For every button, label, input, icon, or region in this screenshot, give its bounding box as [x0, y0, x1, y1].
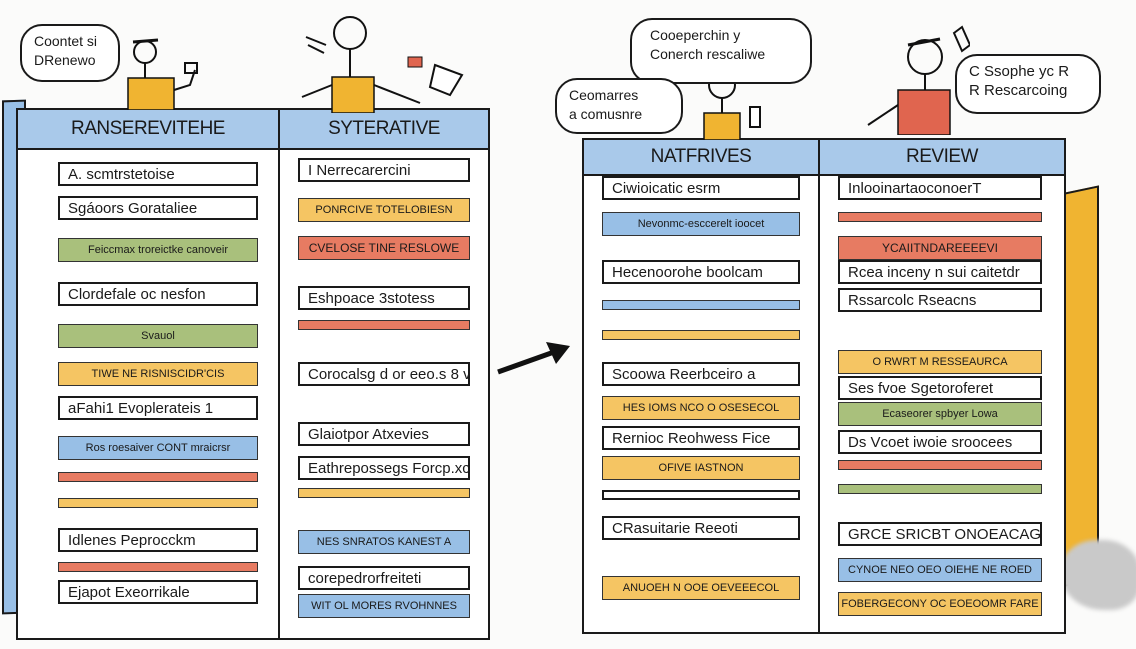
person-center-icon: [301, 16, 464, 113]
person-narratives-icon: [703, 71, 761, 140]
list-item: Corocalsg d or eeo.s 8 vebs: [298, 362, 470, 386]
list-item: Ses fvoe Sgetoroferet: [838, 376, 1042, 400]
list-item: ANUOEH N OOE OEVEEECOL: [602, 576, 800, 600]
page-title: SYTERATIVE: [280, 110, 488, 150]
bubble-line: Cooeperchin y: [650, 27, 741, 43]
book-shadow: [1060, 540, 1136, 610]
page-title: REVIEW: [820, 140, 1064, 176]
list-item: CRasuitarie Reeoti: [602, 516, 800, 540]
list-item: Ejapot Exeorrikale: [58, 580, 258, 604]
list-item: I Nerrecarercini: [298, 158, 470, 182]
arrow-icon: [497, 342, 570, 375]
list-item: Ecaseorer spbyer Lowa: [838, 402, 1042, 426]
list-item: Rcea inceny n sui caitetdr: [838, 260, 1042, 284]
list-item: Clordefale oc nesfon: [58, 282, 258, 306]
list-item: Hecenoorohe boolcam: [602, 260, 800, 284]
list-item: Glaiotpor Atxevies: [298, 422, 470, 446]
list-item: Eshpoace 3stotess: [298, 286, 470, 310]
list-item: FOBERGECONY OC EOEOOMR FARE: [838, 592, 1042, 616]
speech-bubble: Cooeperchin y Conerch rescaliwe: [630, 18, 812, 84]
list-item: Nevonmc-esccerelt ioocet: [602, 212, 800, 236]
colored-stripe: [838, 212, 1042, 222]
list-item: Ds Vcoet iwoie sroocees: [838, 430, 1042, 454]
colored-stripe: [602, 490, 800, 500]
list-item: Ciwioicatic esrm: [602, 176, 800, 200]
person-left-icon: [127, 38, 198, 110]
speech-bubble: Ceomarres a comusnre: [555, 78, 683, 134]
colored-stripe: [58, 498, 258, 508]
colored-stripe: [58, 472, 258, 482]
bubble-line: C Ssophe yc R: [969, 63, 1070, 80]
list-item: Scoowa Reerbceiro a: [602, 362, 800, 386]
bubble-line: Coontet si: [34, 33, 98, 49]
list-item: YCAIITNDAREEEEVI: [838, 236, 1042, 260]
colored-stripe: [58, 562, 258, 572]
bubble-line: R Rescarcoing: [969, 82, 1068, 99]
list-item: aFahi1 Evoplerateis 1: [58, 396, 258, 420]
list-item: Sgáoors Gorataliee: [58, 196, 258, 220]
list-item: GRCE SRICBT ONOEACAGH: [838, 522, 1042, 546]
list-item: A. scmtrstetoise: [58, 162, 258, 186]
list-item: CVELOSE TINE RESLOWE: [298, 236, 470, 260]
colored-stripe: [298, 320, 470, 330]
list-item: CYNOE NEO OEO OIEHE NE ROED: [838, 558, 1042, 582]
list-item: PONRCIVE TOTELOBIESN: [298, 198, 470, 222]
list-item: InlooinartaoconoerT: [838, 176, 1042, 200]
speech-bubble: C Ssophe yc R R Rescarcoing: [955, 54, 1101, 114]
page-title: NATFRIVES: [584, 140, 818, 176]
list-item: WIT OL MORES RVOHNNES: [298, 594, 470, 618]
list-item: Svauol: [58, 324, 258, 348]
bubble-line: Conerch rescaliwe: [650, 46, 766, 62]
list-item: Rssarcolc Rseacns: [838, 288, 1042, 312]
colored-stripe: [838, 460, 1042, 470]
bubble-line: Ceomarres: [569, 87, 639, 103]
page-title: RANSEREVITEHE: [18, 110, 278, 150]
list-item: OFIVE IASTNON: [602, 456, 800, 480]
bubble-line: DRenewo: [34, 52, 96, 68]
colored-stripe: [298, 488, 470, 498]
colored-stripe: [838, 484, 1042, 494]
list-item: Rernioc Reohwess Fice: [602, 426, 800, 450]
list-item: Eathrepossegs Forcp.xcca: [298, 456, 470, 480]
bubble-line: a comusnre: [569, 106, 643, 122]
person-review-icon: [867, 25, 970, 135]
list-item: Ros roesaiver CONT mraicrsr: [58, 436, 258, 460]
colored-stripe: [602, 330, 800, 340]
list-item: HES IOMS NCO O OSESECOL: [602, 396, 800, 420]
list-item: Feiccmax troreictke canoveir: [58, 238, 258, 262]
speech-bubble: Coontet si DRenewo: [20, 24, 120, 82]
list-item: corepedrorfreiteti: [298, 566, 470, 590]
list-item: O RWRT M RESSEAURCA: [838, 350, 1042, 374]
colored-stripe: [602, 300, 800, 310]
list-item: TIWE NE RISNISCIDR'CIS: [58, 362, 258, 386]
list-item: NES SNRATOS KANEST A: [298, 530, 470, 554]
list-item: Idlenes Peprocckm: [58, 528, 258, 552]
